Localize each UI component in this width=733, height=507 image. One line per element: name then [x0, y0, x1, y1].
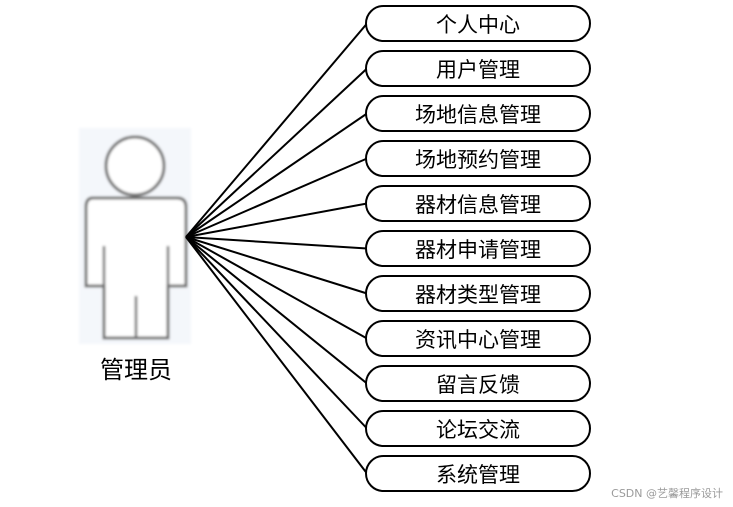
association-line-10 [185, 236, 368, 430]
use-case-5[interactable]: 器材信息管理 [365, 185, 591, 222]
use-case-1[interactable]: 个人中心 [365, 5, 591, 42]
association-line-6 [185, 236, 368, 250]
association-line-1 [185, 22, 368, 238]
use-case-7[interactable]: 器材类型管理 [365, 275, 591, 312]
association-line-4 [185, 157, 368, 238]
use-case-11[interactable]: 系统管理 [365, 455, 591, 492]
association-line-9 [185, 236, 368, 385]
use-case-8[interactable]: 资讯中心管理 [365, 320, 591, 357]
association-line-8 [185, 236, 368, 340]
use-case-9[interactable]: 留言反馈 [365, 365, 591, 402]
watermark: CSDN @艺馨程序设计 [611, 487, 723, 500]
person-icon [79, 128, 191, 344]
use-case-10[interactable]: 论坛交流 [365, 410, 591, 447]
association-line-5 [185, 202, 368, 238]
use-case-6[interactable]: 器材申请管理 [365, 230, 591, 267]
association-line-3 [185, 112, 368, 238]
use-case-3[interactable]: 场地信息管理 [365, 95, 591, 132]
association-line-2 [185, 67, 368, 238]
use-case-2[interactable]: 用户管理 [365, 50, 591, 87]
association-lines [185, 22, 368, 475]
use-case-4[interactable]: 场地预约管理 [365, 140, 591, 177]
association-line-7 [185, 236, 368, 295]
actor-label: 管理员 [100, 356, 172, 384]
association-line-11 [185, 236, 368, 475]
